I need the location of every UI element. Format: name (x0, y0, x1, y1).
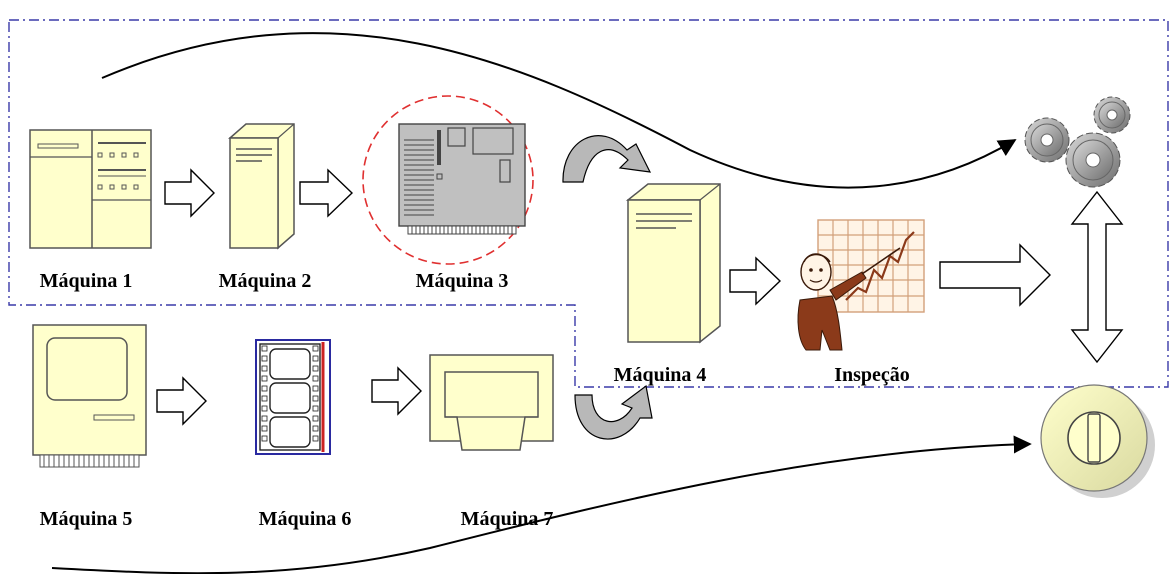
terminal-computer-icon (32, 324, 147, 468)
label-maquina-2: Máquina 2 (218, 270, 312, 292)
label-inspecao: Inspeção (834, 364, 910, 386)
mainframe-icon (29, 129, 152, 249)
circuit-board-icon (362, 95, 534, 265)
process-group-border (8, 19, 1169, 388)
film-strip-icon (255, 339, 331, 455)
presenter-chart-icon (797, 219, 925, 351)
flow-arrow-2-3 (299, 168, 354, 218)
curved-arrow-3-4 (562, 135, 652, 183)
flow-arrow-1-2 (164, 168, 215, 218)
screw-head-icon (1040, 384, 1155, 498)
label-maquina-1: Máquina 1 (39, 270, 133, 292)
label-maquina-3: Máquina 3 (415, 270, 509, 292)
flow-arrow-5-6 (156, 376, 207, 426)
tower-server-icon (228, 123, 295, 250)
flow-curve-bottom (51, 435, 1032, 574)
label-maquina-4: Máquina 4 (613, 364, 707, 386)
curved-arrow-7-4 (574, 384, 653, 440)
flow-arrow-inspection-output (939, 243, 1051, 307)
label-maquina-7: Máquina 7 (460, 508, 554, 530)
printer-icon (429, 354, 554, 451)
flow-arrow-6-7 (371, 366, 422, 416)
double-arrow-outputs (1070, 190, 1124, 364)
flow-curve-top (101, 32, 1017, 189)
label-maquina-5: Máquina 5 (39, 508, 133, 530)
flow-arrow-4-inspection (729, 256, 782, 306)
gears-icon (1024, 96, 1131, 188)
label-maquina-6: Máquina 6 (258, 508, 352, 530)
server-tower-icon (625, 183, 721, 344)
